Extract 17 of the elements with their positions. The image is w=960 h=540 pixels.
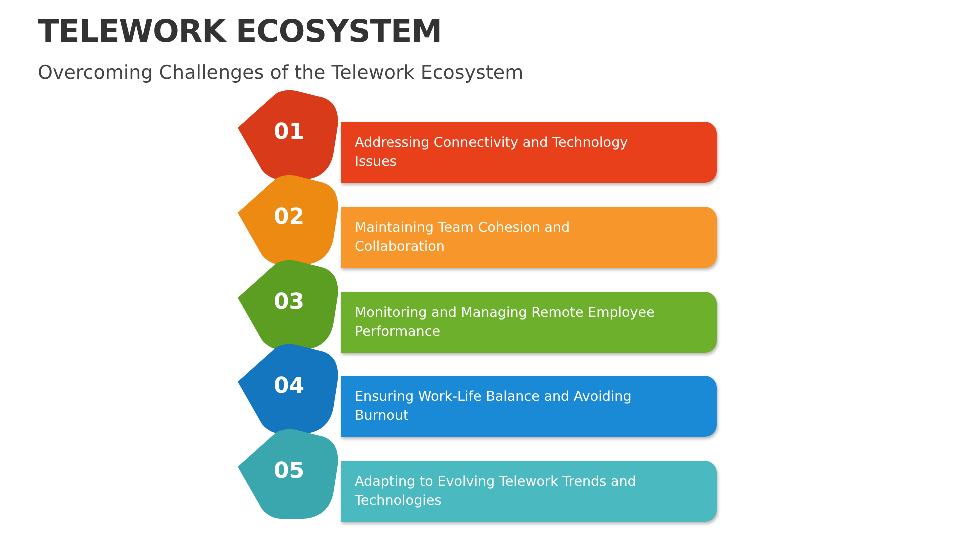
challenge-text: Ensuring Work-Life Balance and Avoiding Burnout: [355, 388, 633, 426]
challenge-bar: [341, 207, 717, 268]
subtitle: Overcoming Challenges of the Telework Ecosystem: [38, 62, 524, 84]
challenge-bar: [341, 122, 717, 183]
challenge-text: Maintaining Team Cohesion and Collaboration: [355, 218, 572, 256]
step-number: 05: [274, 459, 305, 484]
challenge-text: Adapting to Evolving Telework Trends and Technologies: [355, 472, 638, 510]
challenge-bar: [341, 461, 717, 522]
challenge-bar: [341, 292, 717, 353]
challenge-text: Addressing Connectivity and Technology Issues: [355, 134, 630, 172]
title: TELEWORK ECOSYSTEM: [38, 14, 442, 50]
step-number: 01: [274, 120, 305, 145]
step-number: 04: [274, 374, 305, 399]
challenge-text: Monitoring and Managing Remote Employee Performance: [355, 304, 655, 342]
step-number: 02: [274, 205, 305, 230]
challenge-bar: [341, 376, 717, 437]
step-number: 03: [274, 290, 305, 315]
